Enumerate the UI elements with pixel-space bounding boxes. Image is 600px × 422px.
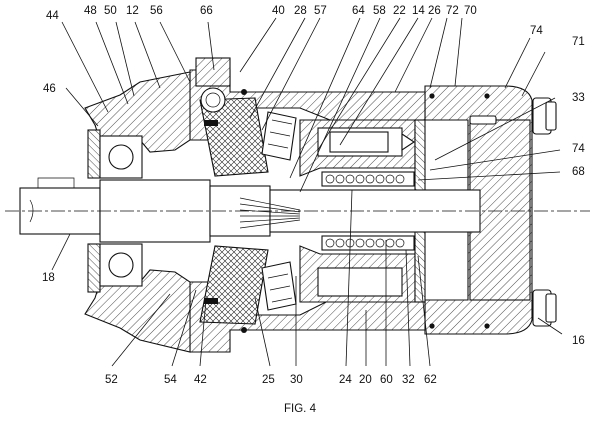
ref-32: 32 (402, 374, 415, 386)
ref-33: 33 (572, 92, 585, 104)
ref-30: 30 (290, 374, 303, 386)
port-fitting (195, 57, 231, 113)
ref-52: 52 (105, 374, 118, 386)
front-bearing (99, 135, 143, 287)
ref-66: 66 (200, 5, 213, 17)
leader-lines (51, 17, 563, 367)
ref-60: 60 (380, 374, 393, 386)
ref-12: 12 (126, 5, 139, 17)
ref-64: 64 (352, 5, 365, 17)
ref-40: 40 (272, 5, 285, 17)
ref-28: 28 (294, 5, 307, 17)
ref-58: 58 (373, 5, 386, 17)
ref-74-mid: 74 (572, 143, 585, 155)
ref-22: 22 (393, 5, 406, 17)
ref-18: 18 (42, 272, 55, 284)
ref-71: 71 (572, 36, 585, 48)
housing-section (84, 69, 557, 353)
ref-44: 44 (46, 10, 59, 22)
ref-20: 20 (359, 374, 372, 386)
spring-assembly (321, 171, 415, 251)
reference-numerals: 44 48 50 12 56 66 40 28 57 64 58 22 14 2… (42, 5, 585, 386)
drive-shaft (19, 177, 481, 243)
seals (204, 89, 490, 333)
ref-42: 42 (194, 374, 207, 386)
ref-74-top: 74 (530, 25, 543, 37)
ref-48: 48 (84, 5, 97, 17)
ref-16: 16 (572, 335, 585, 347)
ref-57: 57 (314, 5, 327, 17)
ref-24: 24 (339, 374, 352, 386)
ref-62: 62 (424, 374, 437, 386)
ref-50: 50 (104, 5, 117, 17)
ref-72: 72 (446, 5, 459, 17)
ref-25: 25 (262, 374, 275, 386)
ref-70: 70 (464, 5, 477, 17)
ref-26: 26 (428, 5, 441, 17)
ref-56: 56 (150, 5, 163, 17)
ref-14: 14 (412, 5, 425, 17)
ref-54: 54 (164, 374, 177, 386)
swash-plate (199, 97, 297, 325)
figure-caption: FIG. 4 (284, 403, 317, 415)
ref-46: 46 (43, 83, 56, 95)
dowel-pin (469, 115, 497, 125)
ref-68: 68 (572, 166, 585, 178)
